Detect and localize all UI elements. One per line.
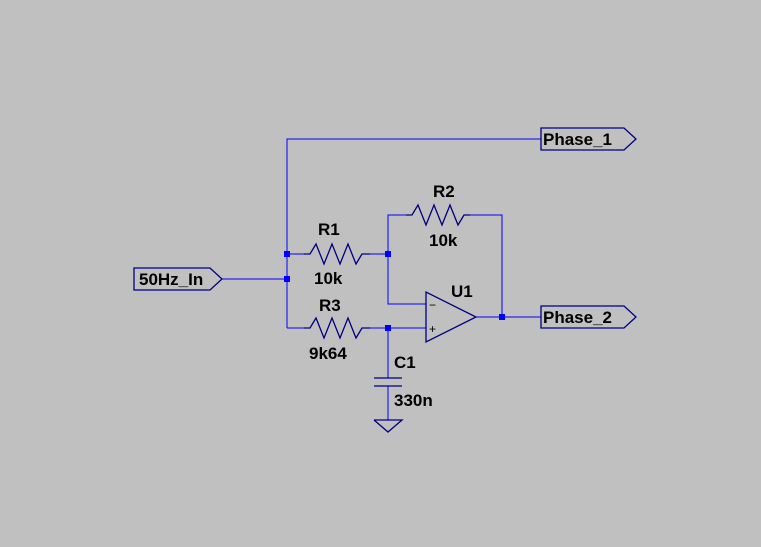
resistor-r1[interactable] <box>304 242 370 266</box>
junction-dot <box>385 251 391 257</box>
resistor-r3[interactable] <box>304 316 370 340</box>
r1-value-label: 10k <box>314 269 343 288</box>
port-input-label: 50Hz_In <box>139 270 203 289</box>
opamp-minus-sign: − <box>429 298 436 312</box>
port-phase2[interactable]: Phase_2 <box>540 305 637 329</box>
port-phase2-label: Phase_2 <box>543 308 612 327</box>
resistor-r2[interactable] <box>406 203 470 227</box>
port-input[interactable]: 50Hz_In <box>133 267 223 291</box>
r1-ref-label: R1 <box>318 220 340 239</box>
junction-dot <box>499 314 505 320</box>
c1-value-label: 330n <box>394 391 433 410</box>
wire-inverting-input[interactable] <box>387 254 426 305</box>
wires <box>222 138 541 420</box>
junction-dot <box>385 325 391 331</box>
wire-r2-right[interactable] <box>470 214 503 317</box>
wire-r2-left[interactable] <box>387 214 406 254</box>
port-phase1[interactable]: Phase_1 <box>540 127 637 151</box>
wire-phase1[interactable] <box>286 138 541 279</box>
ground-symbol <box>373 419 404 433</box>
port-phase1-label: Phase_1 <box>543 130 612 149</box>
r3-value-label: 9k64 <box>309 344 347 363</box>
junction-dot <box>284 276 290 282</box>
r2-value-label: 10k <box>429 231 458 250</box>
r3-ref-label: R3 <box>319 296 341 315</box>
u1-ref-label: U1 <box>451 282 473 301</box>
junctions <box>284 251 505 331</box>
opamp-plus-sign: + <box>429 322 436 336</box>
r2-ref-label: R2 <box>433 182 455 201</box>
junction-dot <box>284 251 290 257</box>
capacitor-c1[interactable] <box>374 377 402 387</box>
c1-ref-label: C1 <box>394 353 416 372</box>
opamp-u1[interactable] <box>425 290 478 344</box>
